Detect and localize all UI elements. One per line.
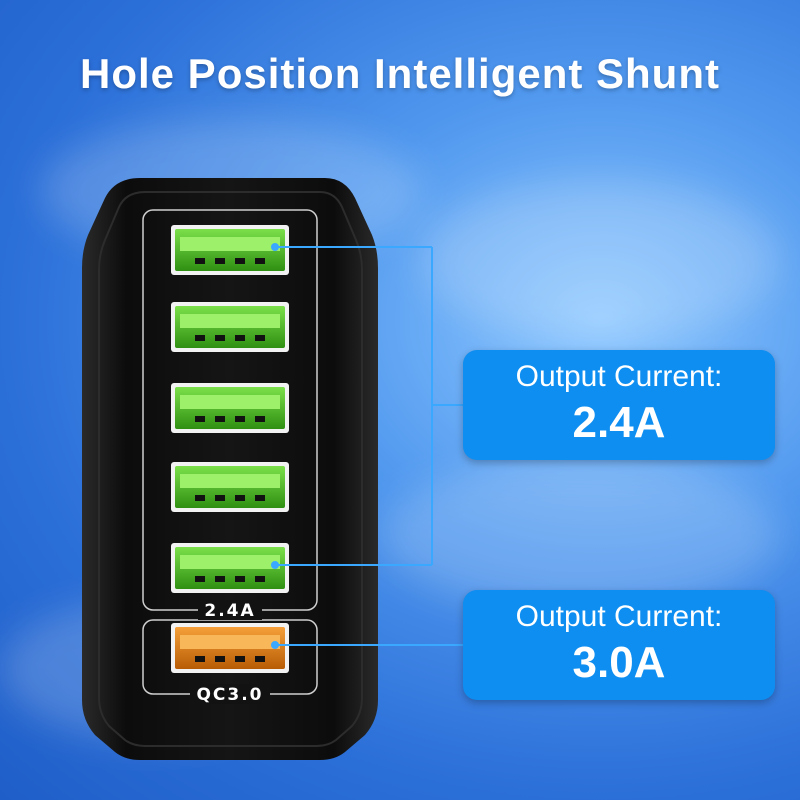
callout-label: Output Current:	[515, 360, 723, 393]
usb-port-5[interactable]	[171, 543, 289, 593]
callout-label: Output Current:	[515, 600, 723, 633]
headline: Hole Position Intelligent Shunt	[80, 50, 720, 97]
qc-port-label-gap	[190, 684, 270, 704]
standard-port-label: 2.4A	[204, 601, 255, 621]
connector-dot	[271, 641, 279, 649]
callout-value: 2.4A	[572, 398, 666, 447]
connector-lines-standard	[275, 246, 463, 566]
usb-port-2[interactable]	[171, 302, 289, 352]
background-cloud	[420, 180, 780, 340]
standard-port-label-gap	[198, 600, 262, 620]
usb-port-4[interactable]	[171, 462, 289, 512]
connector-dot	[271, 561, 279, 569]
usb-port-3[interactable]	[171, 383, 289, 433]
qc-usb-port[interactable]	[171, 623, 289, 673]
background-cloud	[380, 460, 780, 610]
callout-standard-output: Output Current: 2.4A	[463, 350, 775, 460]
callout-qc-output: Output Current: 3.0A	[463, 590, 775, 700]
charger-bevel	[98, 191, 363, 747]
usb-port-1[interactable]	[171, 225, 289, 275]
callout-value: 3.0A	[572, 638, 666, 687]
qc-port-label: QC3.0	[196, 685, 263, 705]
connector-dot	[271, 243, 279, 251]
